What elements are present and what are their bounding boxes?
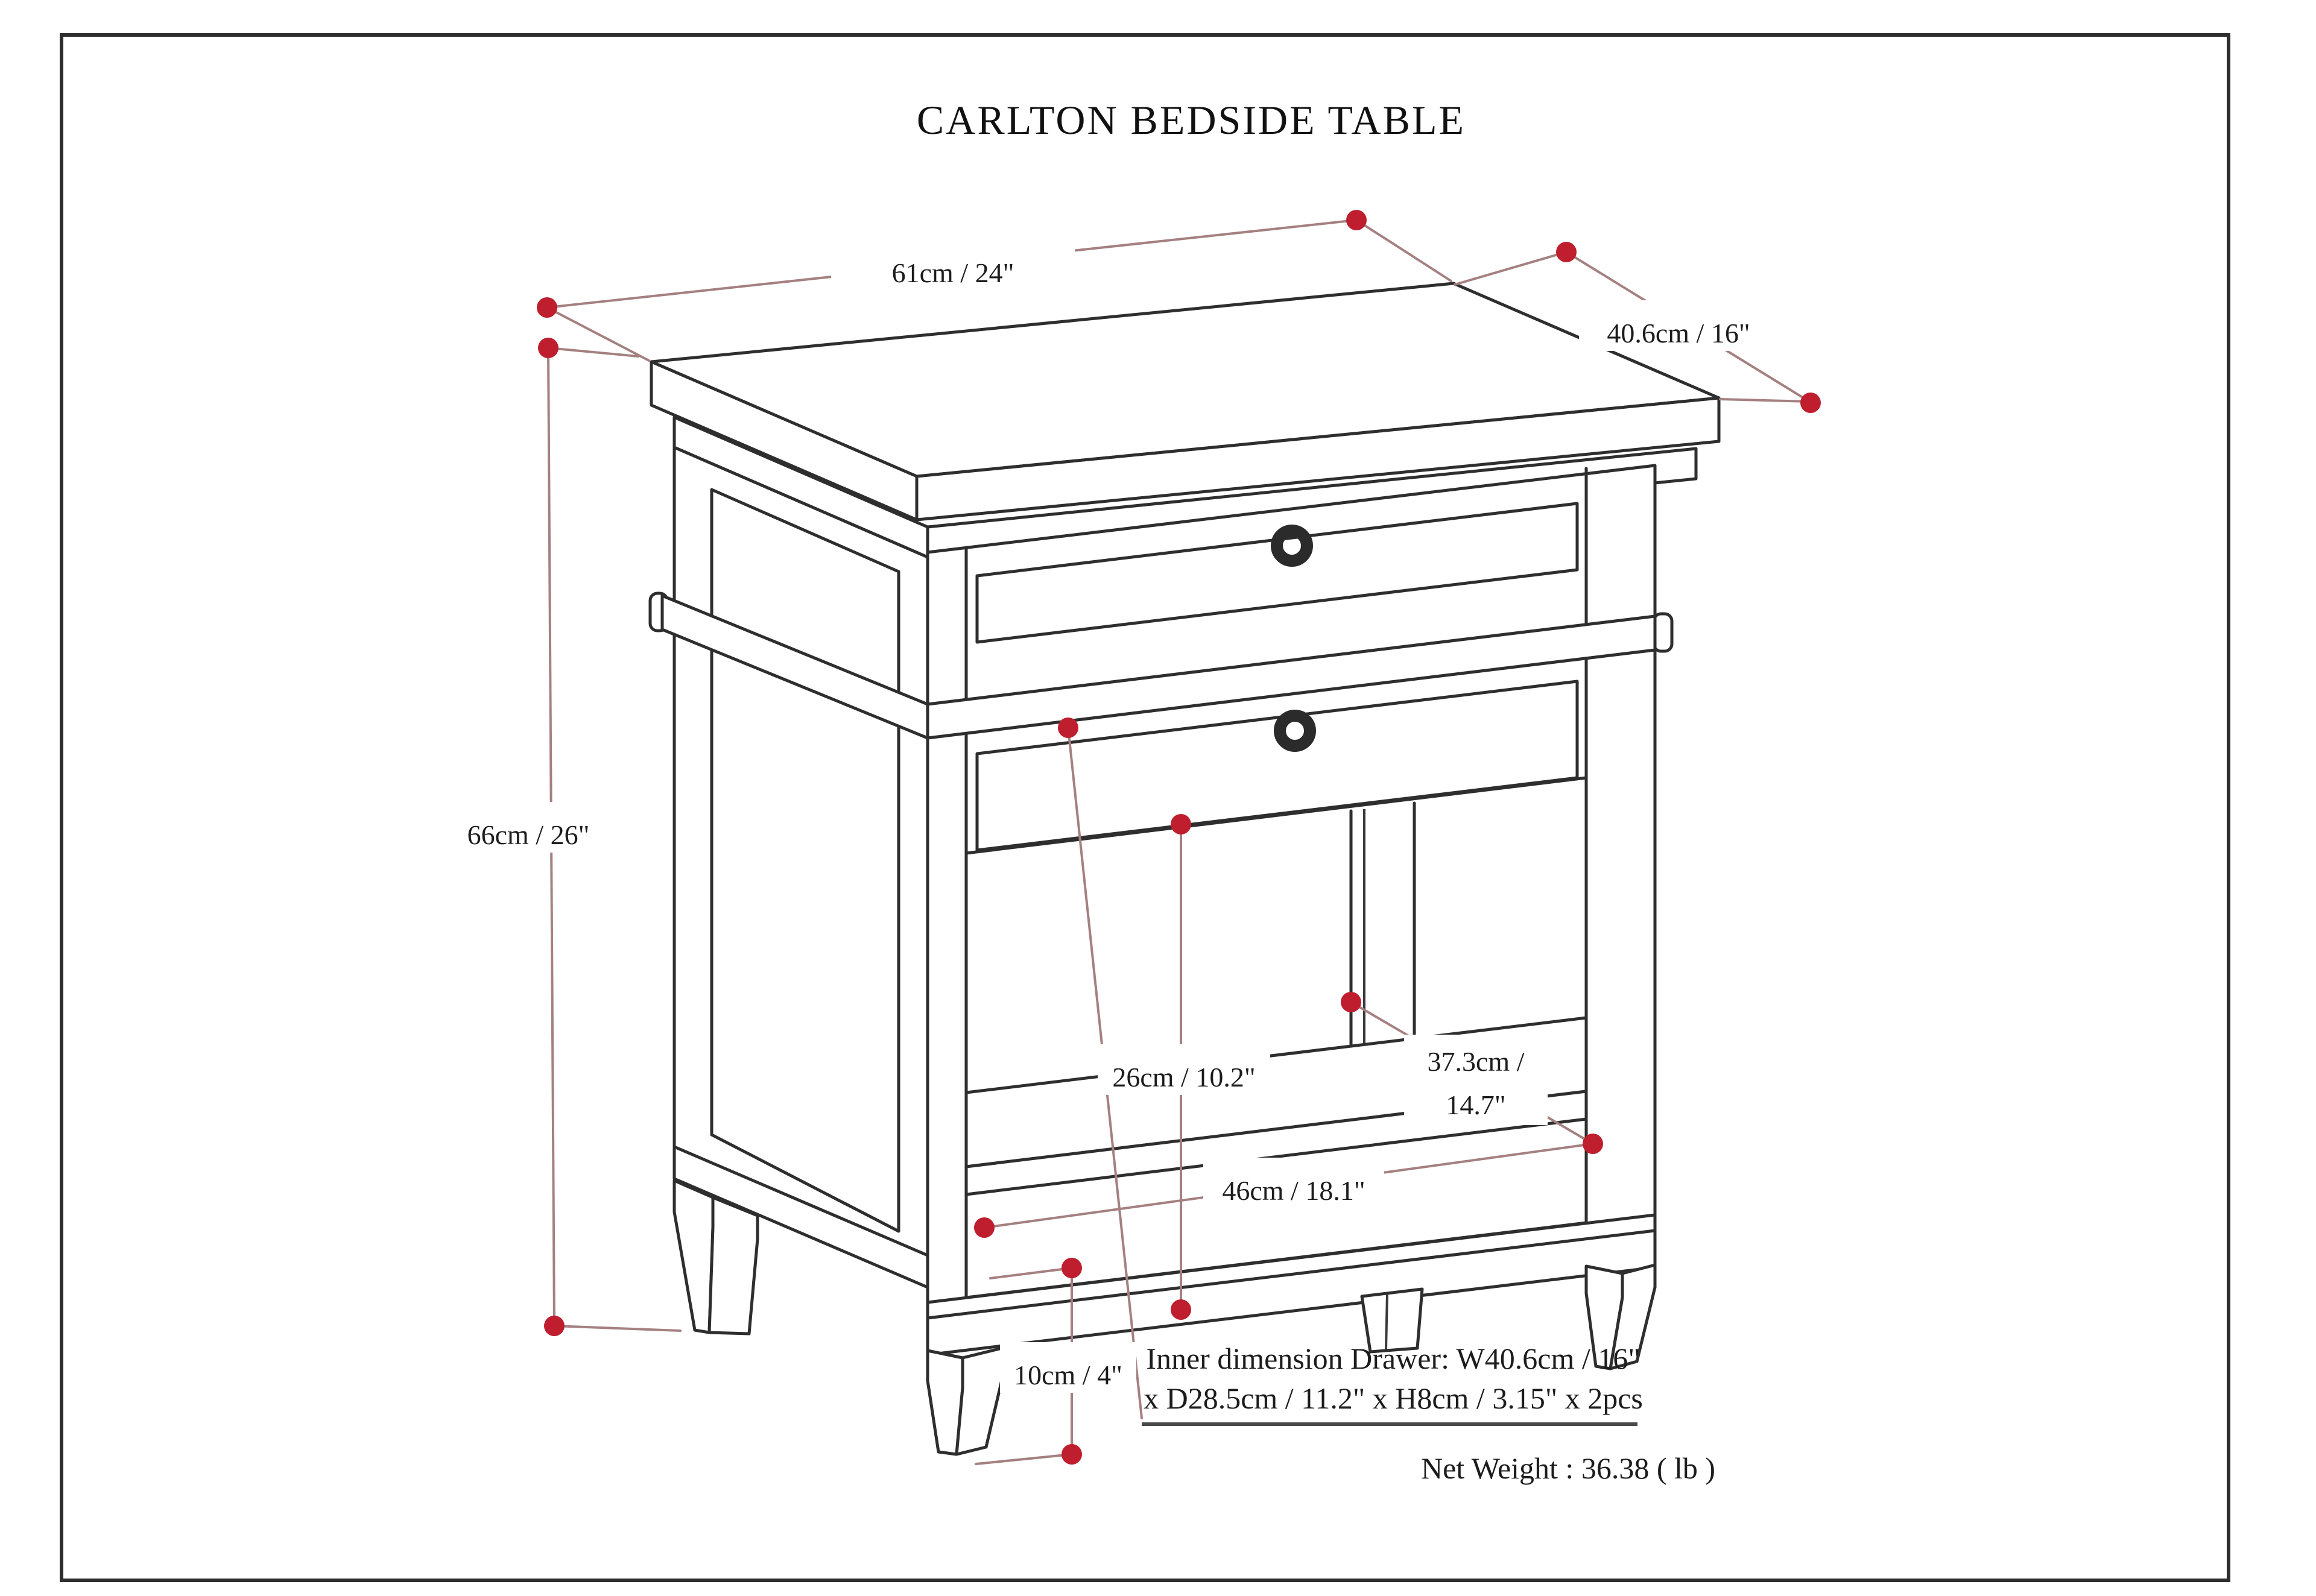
height-extension-top — [547, 347, 639, 358]
opening-height-label-bg — [1098, 1044, 1270, 1095]
width-extension-right — [1355, 219, 1452, 282]
back-right-foot-corner — [1385, 1293, 1388, 1350]
page-border — [60, 33, 2230, 1582]
middle-rail — [648, 591, 1674, 740]
width-label: 61cm / 24" — [892, 257, 1014, 288]
tabletop-front-edge — [915, 396, 1721, 522]
dimension-point — [1341, 992, 1361, 1012]
height-label: 66cm / 26" — [467, 819, 590, 850]
dimension-labels: 61cm / 24" 40.6cm / 16" 66cm / 26" 26cm … — [457, 240, 1778, 1393]
dimension-point — [1583, 1134, 1603, 1154]
side-bottom-rail-line — [672, 1145, 929, 1257]
bottom-rail-top-line — [926, 1213, 1657, 1304]
inner-drawer-note-line1: Inner dimension Drawer: W40.6cm / 16" — [1146, 1342, 1640, 1375]
shelf-depth-label-bg — [1404, 1035, 1548, 1125]
dimension-point — [537, 297, 557, 318]
width-extension-left — [546, 306, 650, 362]
opening-height-label: 26cm / 10.2" — [1112, 1062, 1255, 1093]
drawer-bottom-knob-icon — [1274, 710, 1316, 752]
dimension-point — [1062, 1444, 1082, 1465]
dimension-point — [1171, 1299, 1191, 1320]
tabletop — [650, 282, 1721, 522]
depth-extension-left — [1454, 251, 1568, 286]
shelf-width-label: 46cm / 18.1" — [1222, 1175, 1365, 1206]
rail-front-band — [926, 614, 1657, 740]
table-drawing — [648, 282, 1721, 1456]
back-left-leg-side — [707, 1196, 759, 1336]
back-right-foot — [1360, 1287, 1424, 1354]
legs — [672, 1179, 1657, 1456]
net-weight-note: Net Weight : 36.38 ( lb ) — [1421, 1451, 1715, 1485]
notes: Inner dimension Drawer: W40.6cm / 16" x … — [1142, 1342, 1715, 1485]
shelf-depth-label-line2: 14.7" — [1446, 1090, 1505, 1120]
dimension-point — [1556, 242, 1577, 262]
dimension-point — [1058, 718, 1078, 738]
height-label-bg — [457, 802, 600, 853]
shelf-width-label-bg — [1203, 1158, 1384, 1208]
leg-height-label-bg — [1000, 1342, 1136, 1393]
dimension-point — [1062, 1258, 1082, 1278]
left-side-panel — [672, 446, 929, 1289]
front-right-leg — [1584, 1263, 1657, 1370]
front-left-leg — [926, 1346, 1006, 1456]
depth-extension-right — [1719, 398, 1811, 403]
leg-height-label: 10cm / 4" — [1014, 1360, 1122, 1390]
drawer-top-front-panel — [975, 502, 1579, 644]
dimension-point — [1800, 393, 1821, 413]
dimension-point — [1171, 814, 1191, 834]
shelf-depth-label-line1: 37.3cm / — [1428, 1046, 1525, 1077]
dimension-annotations: 61cm / 24" 40.6cm / 16" 66cm / 26" 26cm … — [457, 210, 1821, 1465]
height-extension-bottom — [553, 1325, 682, 1332]
leg-extension-bottom — [975, 1453, 1073, 1465]
leg-extension-top — [989, 1267, 1073, 1279]
back-left-leg-face — [672, 1179, 715, 1334]
dimension-point — [1346, 210, 1367, 230]
dimension-points — [537, 210, 1821, 1465]
side-panel-frame — [710, 488, 900, 1233]
front-right-leg-side — [1609, 1263, 1657, 1370]
bottom-rail-mid-line — [926, 1229, 1657, 1320]
back-left-leg — [672, 1179, 759, 1336]
dimension-point — [538, 338, 558, 358]
back-right-foot-shape — [1360, 1287, 1424, 1354]
depth-label: 40.6cm / 16" — [1607, 318, 1750, 349]
front-left-leg-side — [955, 1346, 1006, 1456]
dimension-point — [974, 1217, 995, 1238]
bottom-rail — [926, 1213, 1657, 1320]
depth-label-bg — [1579, 300, 1778, 351]
drawer-top — [975, 502, 1579, 644]
width-label-bg — [831, 240, 1075, 291]
dimension-point — [544, 1316, 565, 1336]
page-title: CARLTON BEDSIDE TABLE — [917, 97, 1466, 143]
drawer-top-knob-icon — [1271, 525, 1313, 567]
inner-drawer-note-line2: x D28.5cm / 11.2" x H8cm / 3.15" x 2pcs — [1144, 1381, 1643, 1415]
